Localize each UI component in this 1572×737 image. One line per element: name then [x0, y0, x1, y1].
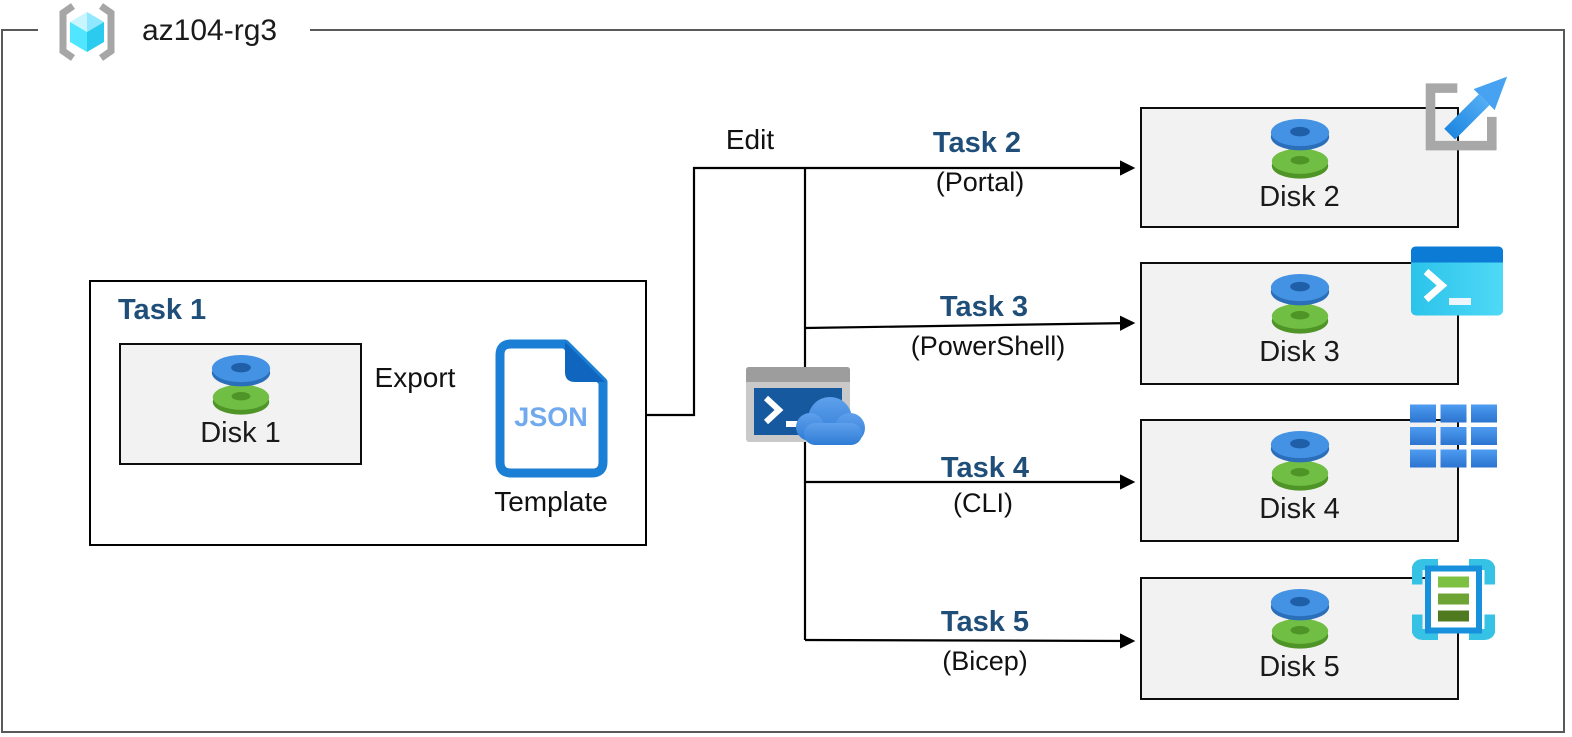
- export-label: Export: [374, 362, 456, 393]
- json-template-icon: JSON: [495, 339, 608, 478]
- cli-icon: [1410, 404, 1497, 468]
- managed-disk-icon: [1269, 118, 1331, 180]
- task2-method: (Portal): [935, 167, 1025, 197]
- task5-title: Task 5: [940, 606, 1030, 638]
- resource-group-name: az104-rg3: [142, 14, 278, 47]
- disk2-box: Disk 2: [1140, 107, 1459, 228]
- task1-title: Task 1: [118, 294, 207, 326]
- cloud-glyph: [796, 397, 865, 445]
- resource-group-icon: [59, 3, 115, 61]
- edit-label: Edit: [725, 124, 775, 155]
- cloud-shell-icon: [746, 367, 865, 445]
- task2-title: Task 2: [932, 127, 1022, 159]
- managed-disk-icon: [1269, 430, 1331, 492]
- managed-disk-icon: [1269, 588, 1331, 650]
- task5-method: (Bicep): [942, 646, 1028, 676]
- disk1-box: Disk 1: [119, 343, 362, 465]
- task2-arrow: [647, 160, 1136, 417]
- template-label: Template: [494, 486, 608, 517]
- task3-method: (PowerShell): [910, 331, 1066, 361]
- disk3-box: Disk 3: [1140, 262, 1459, 385]
- task4-title: Task 4: [940, 452, 1030, 484]
- managed-disk-icon: [1269, 273, 1331, 335]
- managed-disk-icon: [210, 354, 272, 416]
- disk2-label: Disk 2: [1259, 181, 1340, 213]
- task3-arrow: [804, 315, 1136, 331]
- disk3-label: Disk 3: [1259, 336, 1340, 368]
- portal-icon: [1425, 76, 1508, 151]
- disk5-label: Disk 5: [1259, 651, 1340, 683]
- task4-method: (CLI): [953, 488, 1013, 518]
- powershell-icon: [1411, 246, 1503, 316]
- disk4-box: Disk 4: [1140, 419, 1459, 542]
- json-file-type-text: JSON: [514, 402, 588, 432]
- bicep-template-icon: [1412, 559, 1495, 640]
- task5-arrow: [804, 633, 1136, 649]
- task3-title: Task 3: [939, 291, 1029, 323]
- resource-group-container: [1, 29, 1565, 733]
- header-border-mask: [38, 22, 310, 38]
- disk4-label: Disk 4: [1259, 493, 1340, 525]
- disk1-label: Disk 1: [200, 417, 281, 449]
- disk5-box: Disk 5: [1140, 577, 1459, 700]
